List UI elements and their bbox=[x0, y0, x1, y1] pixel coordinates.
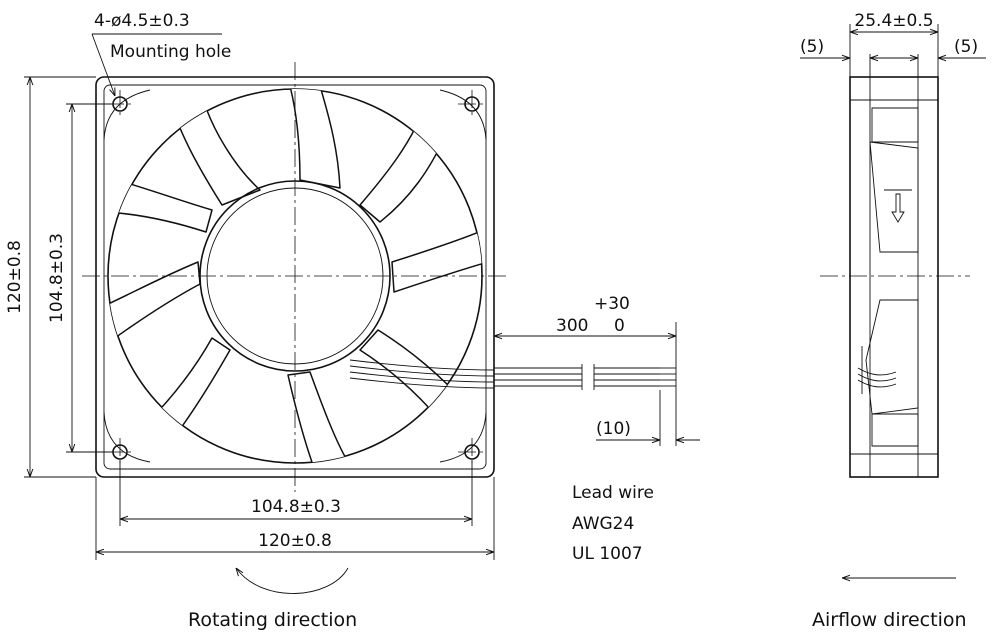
lead-wire-spec-2: AWG24 bbox=[572, 514, 634, 534]
side-outline bbox=[849, 76, 939, 478]
lead-wire-spec-1: Lead wire bbox=[572, 483, 654, 503]
outer-width-dim: 120±0.8 bbox=[258, 531, 332, 551]
side-dimensions bbox=[800, 24, 986, 578]
lead-length-tolerance-lower: 0 bbox=[614, 316, 625, 336]
rotating-direction-arrow bbox=[236, 568, 349, 594]
center-lines bbox=[82, 62, 510, 492]
fan-side-view bbox=[820, 76, 970, 478]
side-right-flange-dim: (5) bbox=[954, 37, 978, 57]
fan-front-view bbox=[82, 62, 676, 492]
hole-pitch-vertical-dim: 104.8±0.3 bbox=[47, 233, 67, 323]
side-left-flange-dim: (5) bbox=[800, 37, 824, 57]
lead-wire-spec-3: UL 1007 bbox=[572, 544, 643, 564]
hole-pitch-horizontal-dim: 104.8±0.3 bbox=[251, 497, 341, 517]
outer-height-dim: 120±0.8 bbox=[5, 240, 25, 314]
strip-length-dim: (10) bbox=[596, 419, 631, 439]
mounting-hole-spec: 4-ø4.5±0.3 bbox=[94, 11, 190, 31]
rotating-direction-label: Rotating direction bbox=[188, 609, 357, 631]
airflow-direction-label: Airflow direction bbox=[812, 609, 967, 631]
fan-blades bbox=[108, 89, 482, 463]
front-dimensions bbox=[24, 33, 700, 594]
lead-length-dim: 300 bbox=[556, 316, 588, 336]
lead-length-tolerance-upper: +30 bbox=[594, 294, 630, 314]
side-depth-dim: 25.4±0.5 bbox=[854, 11, 933, 31]
lead-wire-bundle bbox=[349, 359, 676, 390]
mounting-hole-label: Mounting hole bbox=[110, 42, 231, 62]
